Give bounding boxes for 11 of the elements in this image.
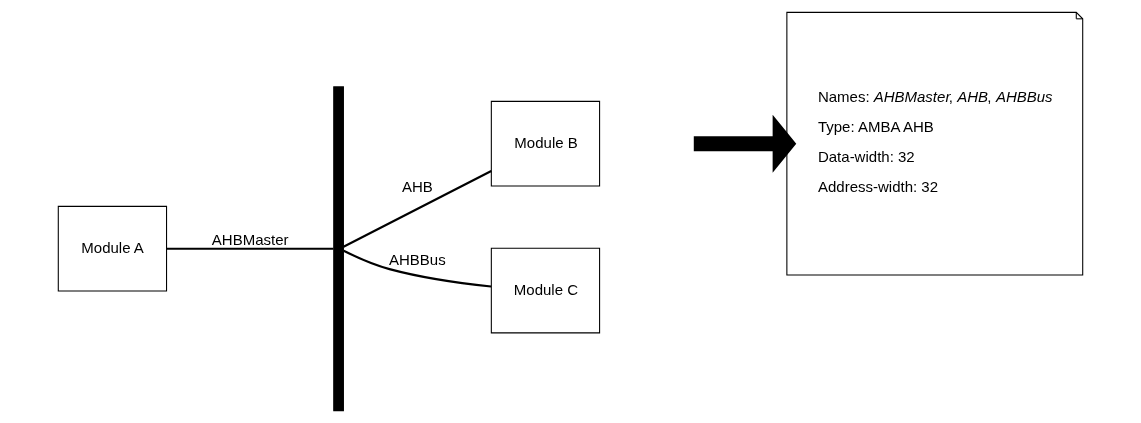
edge-label: AHB — [401, 178, 433, 196]
connector — [343, 170, 492, 248]
edge-label: AHBBus — [389, 251, 446, 269]
node-bar — [333, 86, 344, 412]
connector — [343, 249, 492, 288]
node-box: Module C — [490, 247, 601, 334]
arrow — [693, 114, 797, 173]
edge-label: AHBMaster — [211, 230, 289, 248]
node-box: Module A — [57, 205, 168, 292]
node-box: Module B — [490, 100, 601, 187]
connector — [166, 247, 334, 250]
